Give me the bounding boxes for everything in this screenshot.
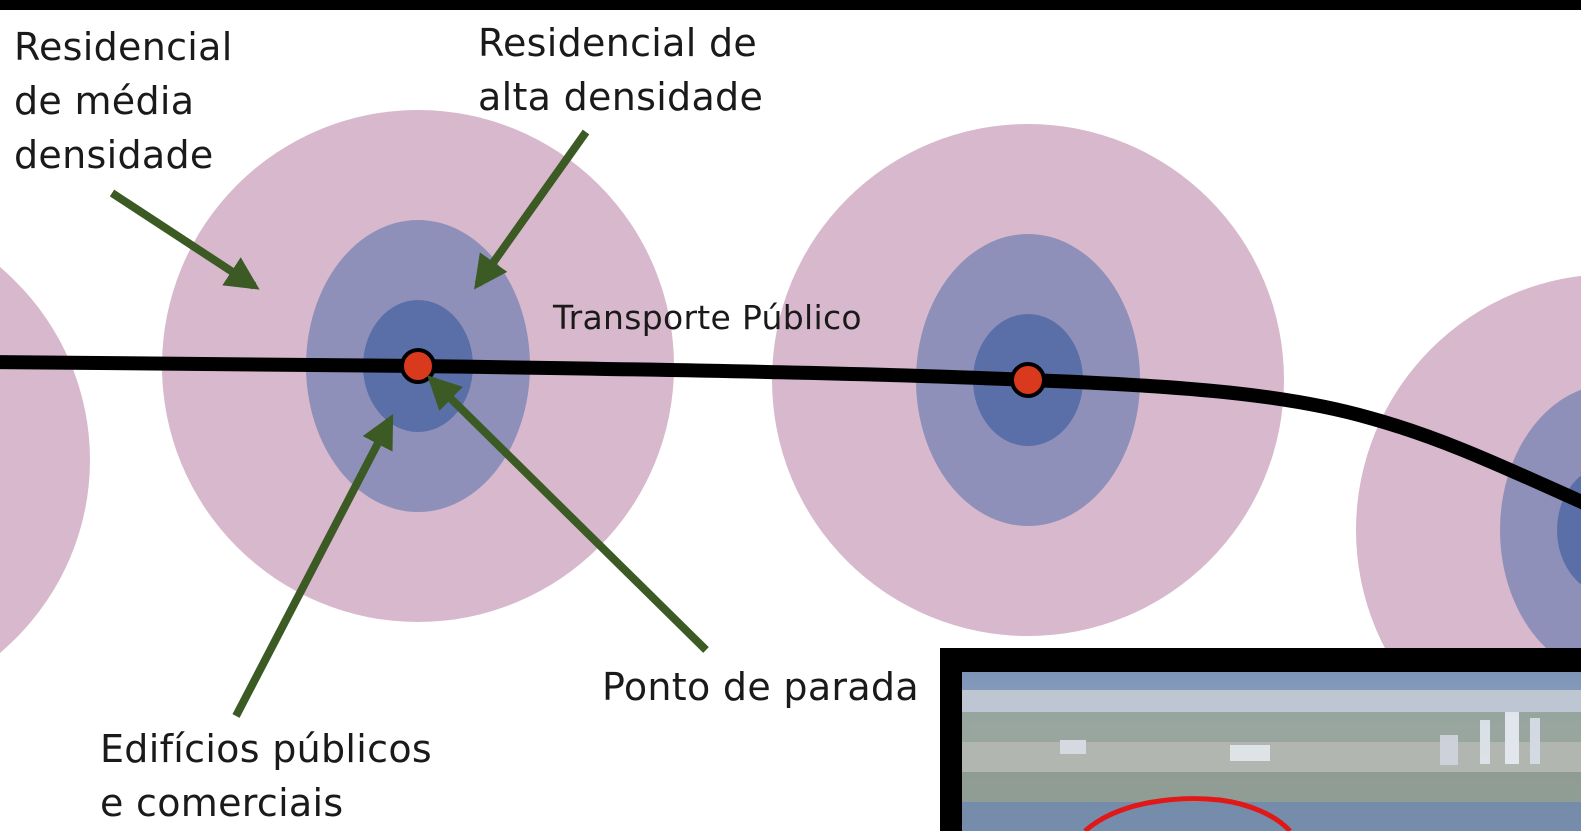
label-line: Residencial — [14, 25, 233, 69]
middle-ring-high-density — [1500, 389, 1581, 671]
arrow-high-density — [474, 129, 590, 290]
label-line: alta densidade — [478, 75, 764, 119]
label-public-buildings: Edifícios públicos e comerciais — [100, 722, 432, 830]
label-line: de média — [14, 79, 195, 123]
top-bar — [0, 0, 1581, 10]
label-high-density: Residencial de alta densidade — [478, 16, 763, 124]
label-line: e comerciais — [100, 781, 344, 825]
label-line: Transporte Público — [553, 298, 862, 337]
label-stop: Ponto de parada — [602, 660, 919, 714]
transit-stop — [1010, 362, 1046, 398]
outer-ring-medium-density — [0, 267, 90, 653]
label-line: Residencial de — [478, 21, 758, 65]
label-medium-density: Residencial de média densidade — [14, 20, 233, 182]
arrow-medium-density — [109, 189, 260, 290]
transit-line — [0, 355, 1581, 510]
label-transport: Transporte Público — [553, 295, 862, 341]
label-line: Edifícios públicos — [100, 727, 432, 771]
arrow-stop — [427, 375, 709, 653]
label-line: Ponto de parada — [602, 665, 919, 709]
transit-stop — [400, 348, 436, 384]
inset-photo — [940, 648, 1581, 833]
highlight-circle — [1083, 796, 1292, 833]
label-line: densidade — [14, 133, 214, 177]
arrow-public-buildings — [232, 414, 394, 718]
density-node-left — [0, 267, 90, 653]
